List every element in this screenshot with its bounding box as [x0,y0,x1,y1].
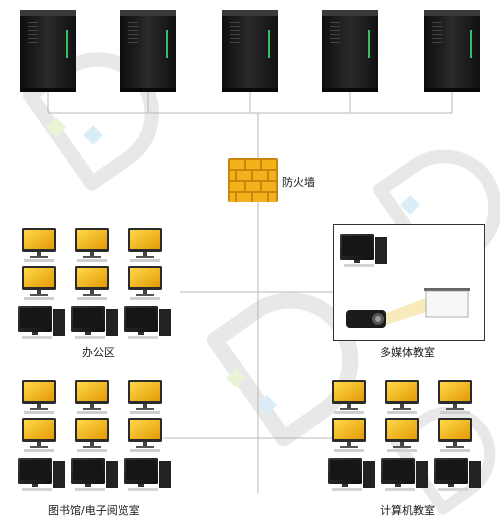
monitor-icon [438,418,472,452]
multimedia-label: 多媒体教室 [380,346,435,359]
firewall-brick [262,182,276,191]
monitor-icon [332,418,366,452]
desktop-computer-icon [340,234,387,267]
firewall-brick [269,171,276,180]
projector-icon [346,298,426,328]
firewall-icon [228,158,278,202]
desktop-computer-icon [71,306,118,339]
firewall-brick [230,182,244,191]
monitor-icon [128,418,162,452]
monitor-icon [75,266,109,300]
desktop-computer-icon [328,458,375,491]
monitor-icon [128,266,162,300]
firewall-brick [253,193,267,202]
office-label: 办公区 [82,346,115,359]
library-label: 图书馆/电子阅览室 [48,504,140,517]
monitor-icon [332,380,366,414]
monitor-icon [75,228,109,262]
monitor-icon [22,266,56,300]
desktop-computer-icon [124,306,171,339]
server-tower-icon [322,10,378,92]
computer-lab-cluster [328,380,481,491]
monitor-icon [22,380,56,414]
library-cluster [18,380,171,491]
server-tower-icon [120,10,176,92]
desktop-computer-icon [71,458,118,491]
firewall-brick [237,193,251,202]
monitor-icon [22,418,56,452]
server-tower-icon [222,10,278,92]
monitor-icon [75,380,109,414]
firewall-brick [230,193,235,202]
desktop-computer-icon [381,458,428,491]
watermark-diamond [226,368,246,388]
desktop-computer-icon [18,458,65,491]
projection-screen-icon [424,288,470,318]
monitor-icon [22,228,56,262]
monitor-icon [385,380,419,414]
firewall-label: 防火墙 [282,176,315,189]
monitor-icon [75,418,109,452]
monitor-icon [128,380,162,414]
watermark-diamond [400,195,420,215]
firewall-brick [230,160,244,169]
firewall-brick [246,182,260,191]
firewall-brick [246,160,260,169]
office-cluster [18,228,171,339]
server-tower-icon [20,10,76,92]
firewall-brick [230,171,235,180]
monitor-icon [128,228,162,262]
monitor-icon [385,418,419,452]
server-group [20,10,480,92]
server-tower-icon [424,10,480,92]
firewall-brick [269,193,276,202]
connection-lines [47,92,453,493]
computer-lab-label: 计算机教室 [380,504,435,517]
desktop-computer-icon [124,458,171,491]
watermark-diamond [83,125,103,145]
firewall-brick [237,171,251,180]
watermark-diamond [257,395,277,415]
desktop-computer-icon [18,306,65,339]
firewall-brick [262,160,276,169]
desktop-computer-icon [434,458,481,491]
firewall-brick [253,171,267,180]
monitor-icon [438,380,472,414]
